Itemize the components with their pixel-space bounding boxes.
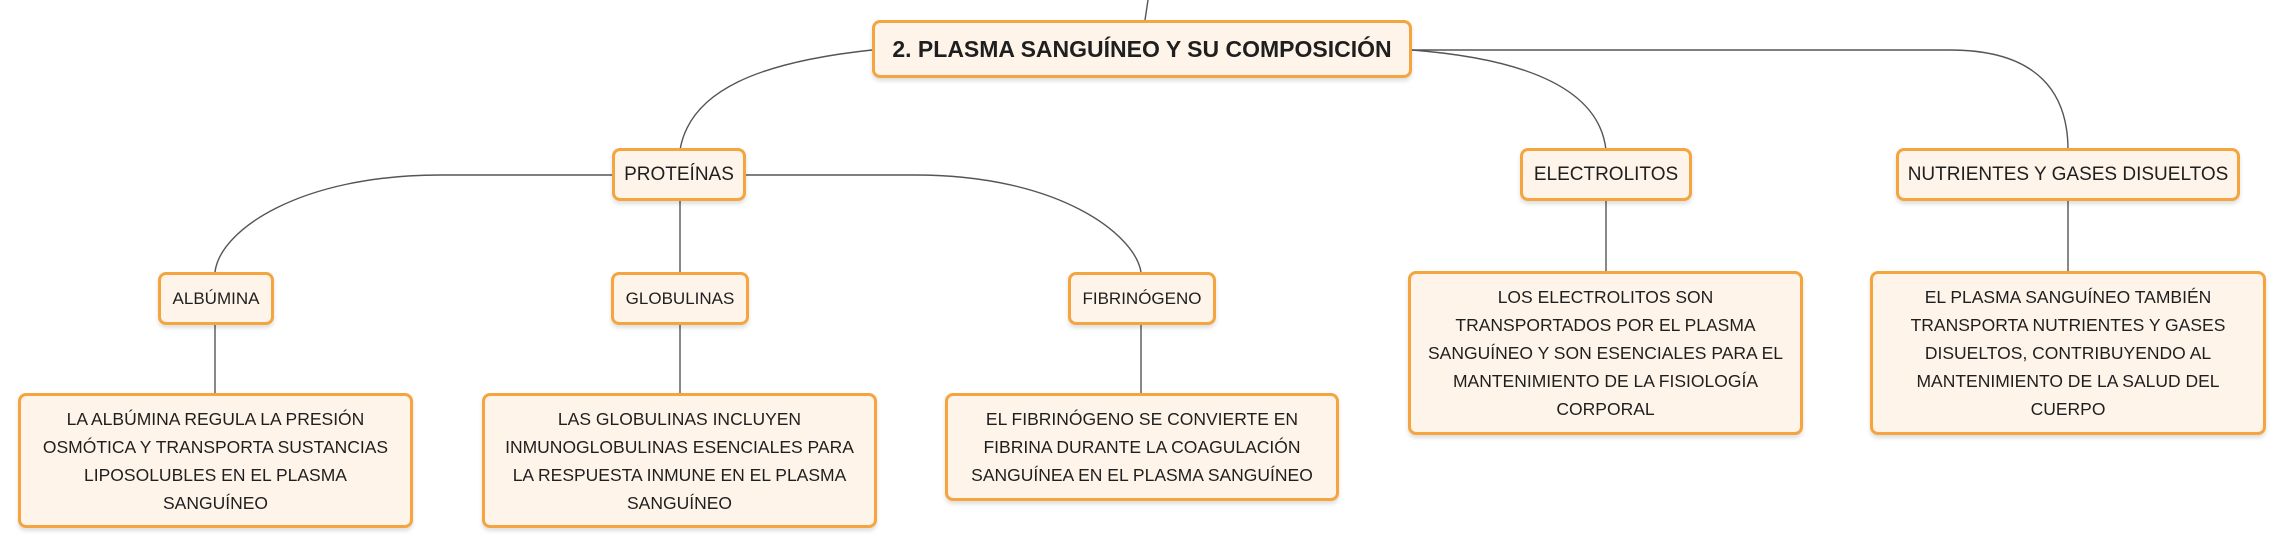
- detail-globulinas[interactable]: LAS GLOBULINAS INCLUYEN INMUNOGLOBULINAS…: [482, 393, 877, 528]
- detail-fibrinogeno-text: EL FIBRINÓGENO SE CONVIERTE EN FIBRINA D…: [971, 409, 1313, 485]
- subtopic-globulinas[interactable]: GLOBULINAS: [611, 272, 749, 325]
- subtopic-albumina[interactable]: ALBÚMINA: [158, 272, 274, 325]
- detail-nutrientes[interactable]: EL PLASMA SANGUÍNEO TAMBIÉN TRANSPORTA N…: [1870, 271, 2266, 435]
- root-node[interactable]: 2. PLASMA SANGUÍNEO Y SU COMPOSICIÓN: [872, 20, 1412, 78]
- detail-nutrientes-text: EL PLASMA SANGUÍNEO TAMBIÉN TRANSPORTA N…: [1910, 287, 2226, 419]
- detail-albumina[interactable]: LA ALBÚMINA REGULA LA PRESIÓN OSMÓTICA Y…: [18, 393, 413, 528]
- branch-proteinas-label: PROTEÍNAS: [624, 163, 734, 185]
- subtopic-albumina-label: ALBÚMINA: [172, 288, 260, 308]
- detail-electrolitos-text: LOS ELECTROLITOS SON TRANSPORTADOS POR E…: [1428, 287, 1783, 419]
- detail-fibrinogeno[interactable]: EL FIBRINÓGENO SE CONVIERTE EN FIBRINA D…: [945, 393, 1339, 501]
- subtopic-globulinas-label: GLOBULINAS: [625, 288, 735, 308]
- connector-parent-to-root: [1144, 0, 1149, 21]
- subtopic-fibrinogeno-label: FIBRINÓGENO: [1082, 288, 1202, 308]
- detail-electrolitos[interactable]: LOS ELECTROLITOS SON TRANSPORTADOS POR E…: [1408, 271, 1803, 435]
- connector-root-to-electrolitos: [1411, 49, 1607, 151]
- branch-nutrientes-label: NUTRIENTES Y GASES DISUELTOS: [1907, 163, 2229, 185]
- subtopic-fibrinogeno[interactable]: FIBRINÓGENO: [1068, 272, 1216, 325]
- connector-proteinas-to-fibrinogeno: [746, 174, 1142, 273]
- connector-root-to-proteinas: [679, 49, 873, 151]
- detail-globulinas-text: LAS GLOBULINAS INCLUYEN INMUNOGLOBULINAS…: [505, 408, 854, 513]
- root-label: 2. PLASMA SANGUÍNEO Y SU COMPOSICIÓN: [892, 35, 1392, 62]
- branch-electrolitos[interactable]: ELECTROLITOS: [1520, 148, 1692, 201]
- branch-electrolitos-label: ELECTROLITOS: [1533, 163, 1679, 185]
- branch-nutrientes[interactable]: NUTRIENTES Y GASES DISUELTOS: [1896, 148, 2240, 201]
- branch-proteinas[interactable]: PROTEÍNAS: [612, 148, 746, 201]
- connector-root-to-nutrientes: [1412, 49, 2069, 151]
- detail-albumina-text: LA ALBÚMINA REGULA LA PRESIÓN OSMÓTICA Y…: [42, 408, 389, 513]
- connector-proteinas-to-albumina: [214, 174, 612, 273]
